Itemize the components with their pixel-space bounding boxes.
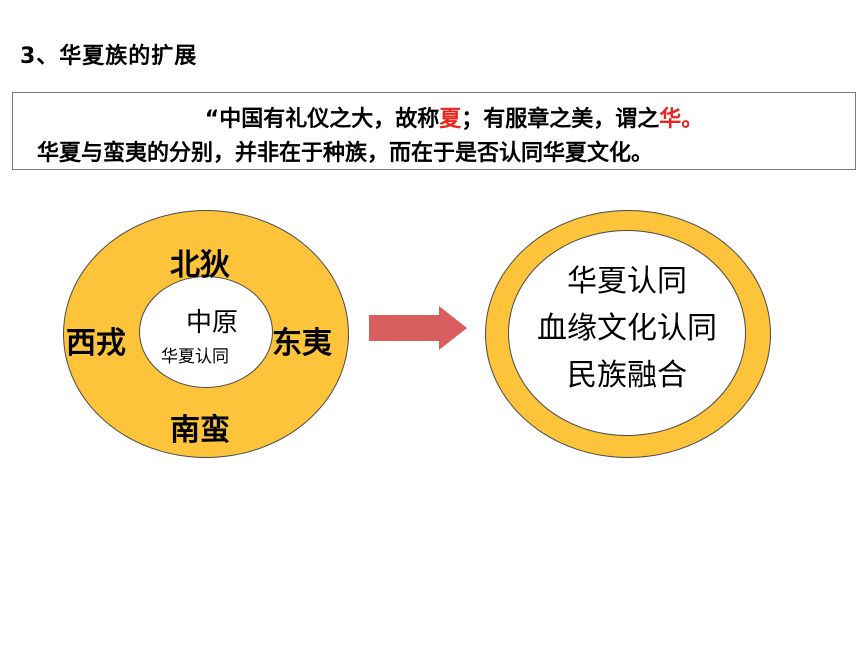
label-east: 东夷: [272, 326, 332, 361]
right-line-1: 华夏认同: [567, 264, 687, 299]
inner-circle-right: [508, 230, 746, 436]
quote-box: “中国有礼仪之大，故称夏；有服章之美，谓之华。 华夏与蛮夷的分别，并非在于种族，…: [12, 92, 856, 170]
label-center-sub: 华夏认同: [161, 347, 229, 367]
quote-line-1: “中国有礼仪之大，故称夏；有服章之美，谓之华。: [13, 101, 855, 133]
quote-highlight-xia: 夏: [439, 107, 462, 132]
quote-highlight-hua: 华。: [659, 107, 704, 132]
right-line-2: 血缘文化认同: [537, 311, 717, 346]
label-center: 中原: [186, 308, 239, 338]
inner-circle-left: [139, 276, 273, 388]
label-west: 西戎: [66, 326, 126, 361]
label-south: 南蛮: [170, 413, 230, 448]
quote-line-2: 华夏与蛮夷的分别，并非在于种族，而在于是否认同华夏文化。: [37, 141, 654, 166]
right-arrow-icon: [369, 306, 467, 350]
quote-text-1b: ；有服章之美，谓之: [461, 107, 660, 132]
right-line-3: 民族融合: [567, 358, 687, 393]
quote-text-1a: “中国有礼仪之大，故称: [204, 107, 440, 132]
label-north: 北狄: [170, 248, 230, 283]
page-title: 3、华夏族的扩展: [20, 44, 198, 69]
